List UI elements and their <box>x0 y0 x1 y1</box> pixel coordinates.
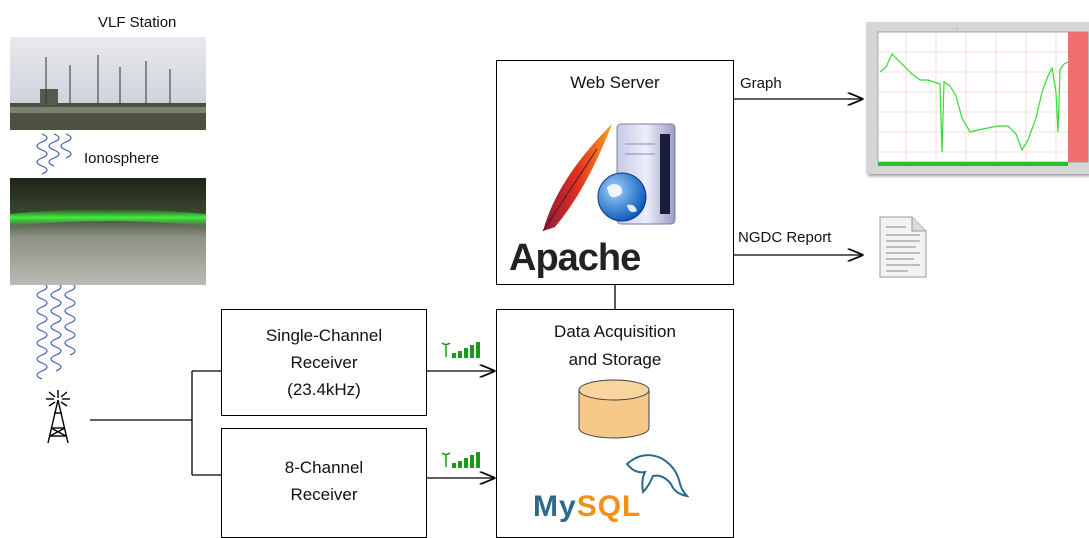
web-server-title: Web Server <box>570 73 660 92</box>
ionosphere-photo <box>10 178 206 285</box>
database-cylinder-icon <box>577 378 651 440</box>
eight-channel-receiver-box: 8-Channel Receiver <box>221 428 427 538</box>
daq-line1: Data Acquisition <box>554 322 676 341</box>
document-icon <box>878 215 928 279</box>
single-receiver-line1: Single-Channel <box>265 326 383 345</box>
vlf-station-photo <box>10 37 206 130</box>
single-receiver-line3: (23.4kHz) <box>287 380 361 399</box>
eight-receiver-line1: 8-Channel <box>284 458 364 477</box>
vlf-station-label: VLF Station <box>98 14 177 31</box>
ionosphere-label: Ionosphere <box>84 150 160 167</box>
graph-label: Graph <box>740 75 782 92</box>
data-acquisition-box: Data Acquisition and Storage MySQL <box>496 309 734 538</box>
svg-text:~: ~ <box>956 26 959 31</box>
server-globe-feather-icon <box>537 119 697 239</box>
daq-line2: and Storage <box>568 350 662 369</box>
mysql-logo: MySQL <box>533 446 703 526</box>
single-receiver-line2: Receiver <box>290 353 358 372</box>
dolphin-icon <box>625 454 689 498</box>
eight-receiver-line2: Receiver <box>290 485 358 504</box>
mysql-logo-text: MySQL <box>533 490 642 523</box>
signal-strength-icon <box>440 340 482 360</box>
single-channel-receiver-box: Single-Channel Receiver (23.4kHz) <box>221 309 427 416</box>
ngdc-report-label: NGDC Report <box>738 229 832 246</box>
graph-thumbnail: ~ <box>866 22 1089 174</box>
radio-wave-lower <box>36 282 76 380</box>
web-server-box: Web Server Apache <box>496 60 734 285</box>
apache-logo-text: Apache <box>509 237 641 279</box>
antenna-tower-icon <box>38 388 78 444</box>
signal-strength-icon <box>440 450 482 470</box>
radio-wave-upper <box>36 133 72 175</box>
